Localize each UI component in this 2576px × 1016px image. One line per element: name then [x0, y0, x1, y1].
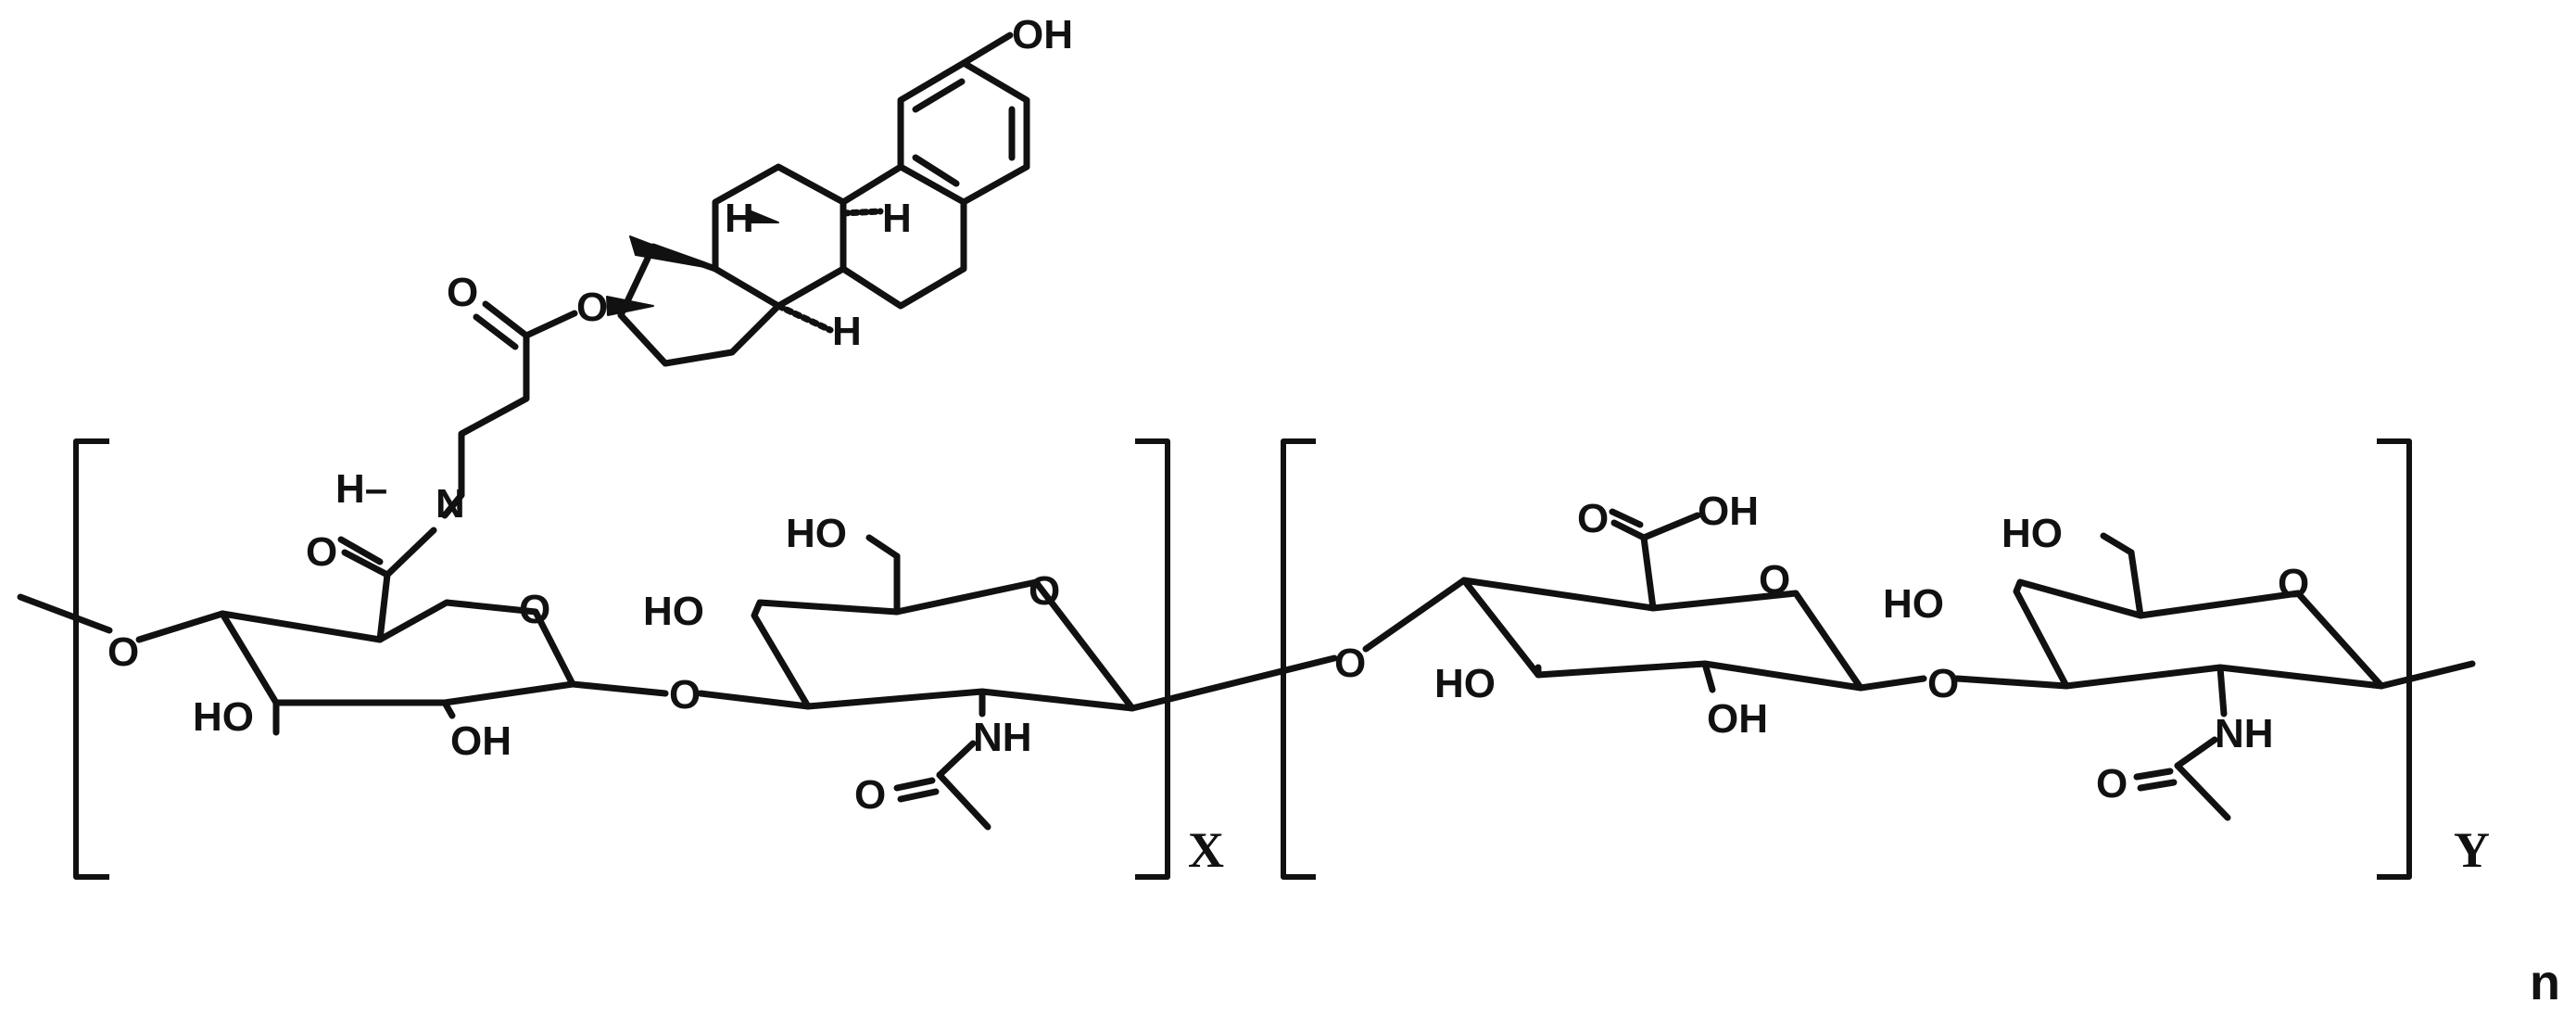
ho-label-2: HO	[643, 589, 704, 634]
bracket-right-x	[1135, 438, 1170, 880]
bracket-left-y	[1281, 438, 1316, 880]
o-to-ring	[135, 610, 226, 643]
link-to-y	[1129, 654, 1338, 712]
acetyl-co-x	[893, 777, 936, 792]
ring-o-label-2: O	[1029, 568, 1060, 614]
repeat-unit-y: Y O O OH O HO OH O HO O HO NH O	[1281, 438, 2490, 880]
estradiol-moiety: OH H H H O O N H–	[335, 12, 1073, 527]
linker-to-n	[441, 491, 465, 519]
carbonyl-bond-double	[473, 313, 519, 350]
cooh-o-label: O	[1577, 496, 1609, 541]
amide-h-label: H–	[335, 466, 387, 512]
cooh-oh-label: OH	[1698, 489, 1759, 534]
o-to-glca	[1362, 577, 1468, 653]
h-wedge-c8	[746, 209, 779, 223]
hoch2-label-x: HO	[786, 511, 847, 556]
amide-co	[341, 549, 391, 578]
methyl-wedge	[629, 235, 716, 270]
glycosidic-bond-1	[569, 680, 669, 697]
acetyl-bond-y	[2174, 736, 2218, 769]
cooh-co	[1610, 519, 1648, 541]
cooh-bond	[1640, 534, 1657, 612]
glycosidic-bond-2	[1857, 675, 1927, 692]
oh-bond-3	[1701, 660, 1716, 693]
amide-n-label: N	[436, 481, 465, 527]
oh-bond-1	[441, 699, 456, 719]
acetyl-co-y	[2133, 768, 2174, 781]
carbonyl-o-label: O	[447, 270, 478, 315]
bracket-right-y	[2377, 438, 2412, 880]
glycosidic-o-2: O	[1927, 661, 1959, 706]
phenol-oh-label: OH	[1012, 12, 1073, 57]
ring-b	[840, 163, 967, 310]
acetyl-bond-x	[936, 740, 977, 779]
glycosidic-bond-1b	[697, 690, 812, 710]
glycosidic-o-left: O	[107, 629, 139, 675]
acetyl-methyl-x	[936, 771, 991, 831]
terminal-bond-left	[17, 593, 113, 634]
ester-o-label: O	[576, 285, 608, 330]
ring-a-double-bond	[912, 78, 966, 113]
linker-chain	[458, 332, 530, 499]
h-hash-c9	[840, 208, 884, 217]
oh-bond	[960, 32, 1014, 67]
hoch2-label-y: HO	[2001, 511, 2063, 556]
ho-label-1: HO	[193, 694, 254, 740]
cooh-co2	[1609, 508, 1644, 528]
subscript-n: n	[2530, 955, 2560, 1010]
ring-c	[712, 163, 847, 310]
h-label-c14: H	[832, 309, 862, 354]
ring-o-label-1: O	[519, 587, 550, 632]
terminal-bond-right	[2378, 660, 2476, 690]
glycosidic-bond-2b	[1953, 675, 2070, 690]
cooh-oh-bond	[1640, 512, 1701, 541]
ring-o-label-4: O	[2278, 561, 2309, 606]
bracket-left-x	[73, 438, 109, 880]
glcnac-ring-x	[751, 578, 1136, 712]
nh-bond-y	[2216, 664, 2228, 718]
h-label-c8: H	[725, 196, 754, 241]
ho-label-4: HO	[1883, 581, 1944, 627]
hoch2-bond-b	[865, 534, 901, 560]
repeat-unit-x: X O O O HO OH O HO O HO NH O	[17, 438, 1338, 880]
carbonyl-bond	[482, 300, 530, 339]
glca-ring	[1460, 577, 1864, 692]
c17-o-wedge	[606, 296, 654, 316]
glcnac-ring-y	[2013, 578, 2385, 690]
ring-o-label-3: O	[1759, 557, 1790, 603]
oh-label-3: OH	[1707, 696, 1768, 742]
acetyl-methyl-y	[2174, 762, 2231, 821]
subscript-x: X	[1188, 822, 1224, 878]
acetyl-o-y: O	[2096, 761, 2128, 806]
uronic-ring	[219, 599, 576, 706]
subscript-y: Y	[2454, 822, 2490, 878]
acetyl-co-y2	[2137, 779, 2178, 792]
ester-bond	[523, 310, 578, 339]
glycosidic-o-1: O	[669, 672, 701, 718]
amide-n-bond	[384, 527, 437, 578]
acetyl-co-x2	[897, 788, 940, 803]
hoch2-bond-y	[2128, 549, 2144, 619]
oh-label-1: OH	[450, 718, 511, 764]
h-hash-c14	[775, 302, 834, 334]
nh-label-y: NH	[2215, 711, 2274, 756]
ring-a-double-bond	[912, 154, 960, 187]
hoch2-bond-yb	[2100, 532, 2135, 556]
h-label-c9: H	[882, 196, 912, 241]
amide-co-double	[337, 536, 384, 565]
glycosidic-o-y: O	[1334, 641, 1366, 686]
ho-label-3: HO	[1434, 661, 1496, 706]
nh-label-x: NH	[973, 715, 1032, 760]
amide-o-label: O	[306, 529, 337, 575]
amide-c-bond	[376, 571, 391, 643]
acetyl-o-x: O	[854, 772, 886, 818]
